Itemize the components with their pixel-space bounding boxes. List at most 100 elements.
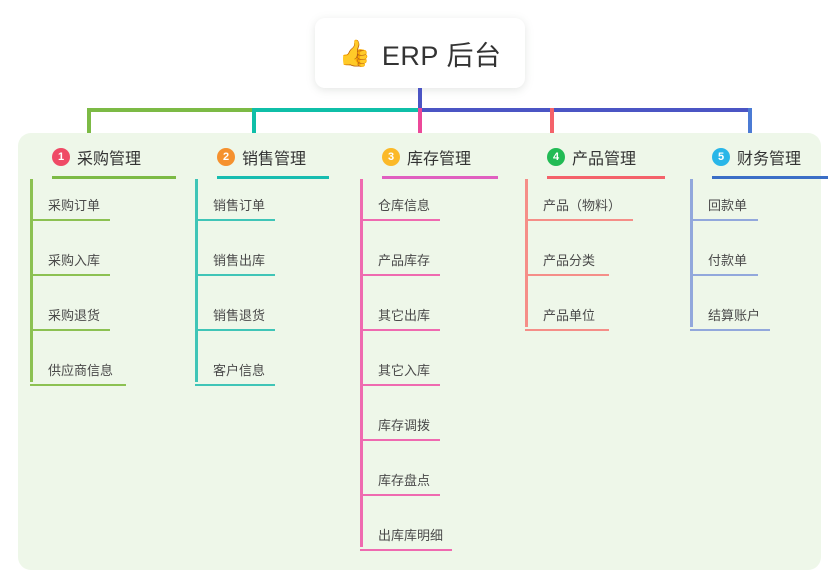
leaf-rule bbox=[30, 274, 110, 276]
leaf-rule bbox=[690, 274, 758, 276]
leaf-item[interactable]: 销售出库 bbox=[195, 250, 275, 276]
root-node-title: ERP 后台 bbox=[381, 40, 502, 71]
column-title-5: 财务管理 bbox=[737, 151, 802, 168]
thumbs-up-icon: 👍 bbox=[338, 38, 371, 68]
leaf-item[interactable]: 客户信息 bbox=[195, 360, 275, 386]
column-1: 1 采购管理采购订单采购入库采购退货供应商信息 bbox=[30, 145, 176, 386]
leaf-label: 产品分类 bbox=[543, 253, 596, 268]
leaf-label: 采购入库 bbox=[48, 253, 101, 268]
leaf-item[interactable]: 销售订单 bbox=[195, 195, 275, 221]
column-spine-3 bbox=[360, 179, 363, 547]
column-spine-5 bbox=[690, 179, 693, 327]
column-rule-3 bbox=[382, 176, 498, 179]
leaf-rule bbox=[30, 219, 110, 221]
leaf-label: 采购退货 bbox=[48, 308, 101, 323]
leaf-item[interactable]: 采购订单 bbox=[30, 195, 110, 221]
column-header-4[interactable]: 4 产品管理 bbox=[525, 145, 636, 169]
column-badge-2: 2 bbox=[217, 148, 235, 166]
leaf-item[interactable]: 产品分类 bbox=[525, 250, 609, 276]
connector-bar-teal bbox=[252, 108, 419, 112]
column-title-4: 产品管理 bbox=[572, 151, 637, 168]
leaf-label: 产品单位 bbox=[543, 308, 596, 323]
leaf-label: 销售退货 bbox=[213, 308, 266, 323]
leaf-item[interactable]: 其它出库 bbox=[360, 305, 440, 331]
leaf-rule bbox=[690, 329, 770, 331]
leaf-item[interactable]: 库存调拨 bbox=[360, 415, 440, 441]
leaf-label: 出库库明细 bbox=[378, 528, 444, 543]
leaf-label: 结算账户 bbox=[708, 308, 761, 323]
leaf-item[interactable]: 供应商信息 bbox=[30, 360, 126, 386]
leaf-label: 付款单 bbox=[708, 253, 748, 268]
leaf-item[interactable]: 产品单位 bbox=[525, 305, 609, 331]
leaf-label: 其它入库 bbox=[378, 363, 431, 378]
leaf-label: 采购订单 bbox=[48, 198, 101, 213]
leaf-label: 销售订单 bbox=[213, 198, 266, 213]
leaf-rule bbox=[360, 219, 440, 221]
leaf-rule bbox=[30, 384, 126, 386]
leaf-item[interactable]: 付款单 bbox=[690, 250, 758, 276]
connector-root-stem bbox=[418, 88, 422, 110]
column-5: 5 财务管理回款单付款单结算账户 bbox=[690, 145, 828, 331]
leaf-rule bbox=[360, 439, 440, 441]
leaf-rule bbox=[525, 329, 609, 331]
column-spine-2 bbox=[195, 179, 198, 382]
leaf-rule bbox=[195, 219, 275, 221]
column-badge-3: 3 bbox=[382, 148, 400, 166]
column-title-1: 采购管理 bbox=[77, 151, 142, 168]
leaf-rule bbox=[195, 274, 275, 276]
leaf-item[interactable]: 采购入库 bbox=[30, 250, 110, 276]
leaf-label: 库存调拨 bbox=[378, 418, 431, 433]
leaf-rule bbox=[360, 384, 440, 386]
leaf-item[interactable]: 其它入库 bbox=[360, 360, 440, 386]
column-rule-2 bbox=[217, 176, 329, 179]
leaf-rule bbox=[525, 274, 609, 276]
column-3: 3 库存管理仓库信息产品库存其它出库其它入库库存调拨库存盘点出库库明细 bbox=[360, 145, 498, 551]
leaf-item[interactable]: 库存盘点 bbox=[360, 470, 440, 496]
leaf-item[interactable]: 产品库存 bbox=[360, 250, 440, 276]
column-header-3[interactable]: 3 库存管理 bbox=[360, 145, 471, 169]
diagram-panel bbox=[18, 133, 821, 570]
column-4: 4 产品管理产品（物料） 产品分类产品单位 bbox=[525, 145, 665, 331]
leaf-rule bbox=[525, 219, 633, 221]
column-header-1[interactable]: 1 采购管理 bbox=[30, 145, 141, 169]
column-spine-4 bbox=[525, 179, 528, 327]
leaf-label: 产品（物料） bbox=[543, 198, 622, 213]
leaf-label: 销售出库 bbox=[213, 253, 266, 268]
column-rule-4 bbox=[547, 176, 665, 179]
leaf-item[interactable]: 仓库信息 bbox=[360, 195, 440, 221]
column-title-3: 库存管理 bbox=[407, 151, 472, 168]
leaf-rule bbox=[360, 329, 440, 331]
column-badge-5: 5 bbox=[712, 148, 730, 166]
leaf-item[interactable]: 回款单 bbox=[690, 195, 758, 221]
leaf-label: 供应商信息 bbox=[48, 363, 114, 378]
leaf-rule bbox=[195, 329, 275, 331]
connector-bar-green bbox=[87, 108, 253, 112]
leaf-item[interactable]: 采购退货 bbox=[30, 305, 110, 331]
leaf-label: 仓库信息 bbox=[378, 198, 431, 213]
leaf-item[interactable]: 出库库明细 bbox=[360, 525, 452, 551]
leaf-rule bbox=[690, 219, 758, 221]
column-badge-1: 1 bbox=[52, 148, 70, 166]
connector-bar-blue bbox=[418, 108, 752, 112]
column-header-5[interactable]: 5 财务管理 bbox=[690, 145, 801, 169]
leaf-rule bbox=[360, 274, 440, 276]
column-spine-1 bbox=[30, 179, 33, 382]
column-rule-1 bbox=[52, 176, 176, 179]
column-rule-5 bbox=[712, 176, 828, 179]
leaf-item[interactable]: 产品（物料） bbox=[525, 195, 633, 221]
leaf-label: 库存盘点 bbox=[378, 473, 431, 488]
root-node-card[interactable]: 👍 ERP 后台 bbox=[315, 18, 525, 88]
leaf-label: 客户信息 bbox=[213, 363, 266, 378]
leaf-item[interactable]: 销售退货 bbox=[195, 305, 275, 331]
leaf-rule bbox=[360, 549, 452, 551]
leaf-label: 其它出库 bbox=[378, 308, 431, 323]
leaf-label: 产品库存 bbox=[378, 253, 431, 268]
leaf-label: 回款单 bbox=[708, 198, 748, 213]
column-badge-4: 4 bbox=[547, 148, 565, 166]
leaf-item[interactable]: 结算账户 bbox=[690, 305, 770, 331]
leaf-rule bbox=[360, 494, 440, 496]
leaf-rule bbox=[195, 384, 275, 386]
